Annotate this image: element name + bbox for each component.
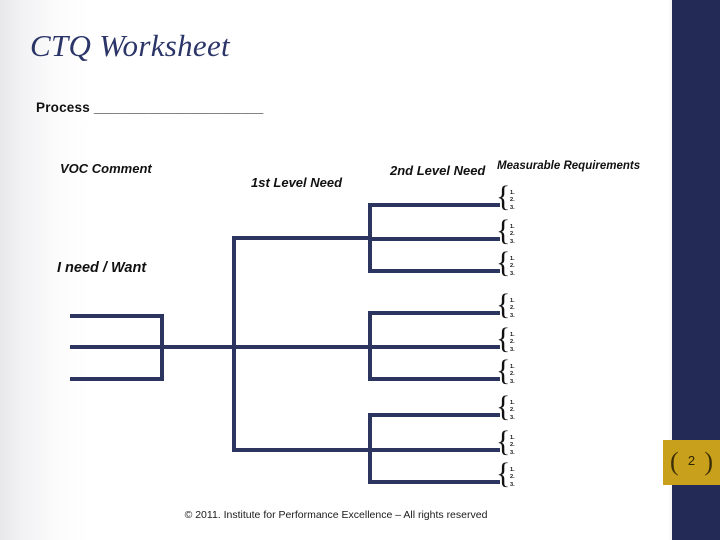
requirement-list[interactable]: 1. 2. 3. <box>510 332 515 354</box>
requirement-item[interactable]: 1. <box>510 364 515 370</box>
requirement-item[interactable]: 2. <box>510 371 515 378</box>
requirement-item[interactable]: 1. <box>510 224 515 230</box>
need-want-label: I need / Want <box>57 260 147 276</box>
requirement-item[interactable]: 2. <box>510 474 515 481</box>
requirement-item[interactable]: 2. <box>510 339 515 346</box>
requirement-list[interactable]: 1. 2. 3. <box>510 298 515 320</box>
level1-branch-top <box>232 236 372 240</box>
requirement-item[interactable]: 3. <box>510 270 515 277</box>
level1-branch-bottom <box>232 448 372 452</box>
level2-group2-branch-3 <box>368 377 500 381</box>
process-field-label[interactable]: Process ______________________ <box>36 100 264 115</box>
brace-icon: { <box>496 354 511 387</box>
requirements-brace-group[interactable]: { 1. 2. 3. <box>496 356 548 394</box>
level2-group3-branch-3 <box>368 480 500 484</box>
requirement-item[interactable]: 2. <box>510 305 515 312</box>
column-heading-voc: VOC Comment <box>60 161 152 176</box>
level2-group2-branch-2 <box>368 345 500 349</box>
requirement-item[interactable]: 2. <box>510 407 515 414</box>
requirements-brace-group[interactable]: { 1. 2. 3. <box>496 459 548 497</box>
level2-group1-branch-3 <box>368 269 500 273</box>
requirement-item[interactable]: 1. <box>510 332 515 338</box>
sidebar-edge <box>668 0 672 540</box>
requirement-item[interactable]: 1. <box>510 190 515 196</box>
requirement-item[interactable]: 2. <box>510 197 515 204</box>
level2-group1-branch-2 <box>368 237 500 241</box>
requirement-list[interactable]: 1. 2. 3. <box>510 224 515 246</box>
voc-bracket-bottom-line <box>70 377 164 381</box>
level2-group2-branch-1 <box>368 311 500 315</box>
requirements-brace-group[interactable]: { 1. 2. 3. <box>496 290 548 328</box>
column-heading-level2: 2nd Level Need <box>390 163 486 178</box>
brace-icon: { <box>496 425 511 458</box>
level2-group1-branch-1 <box>368 203 500 207</box>
requirement-item[interactable]: 3. <box>510 449 515 456</box>
page-number: 2 <box>687 453 696 468</box>
brace-icon: { <box>496 457 511 490</box>
brace-icon: { <box>496 214 511 247</box>
level2-group3-branch-2 <box>368 448 500 452</box>
brace-icon: { <box>496 322 511 355</box>
requirement-list[interactable]: 1. 2. 3. <box>510 435 515 457</box>
requirement-item[interactable]: 1. <box>510 400 515 406</box>
requirement-list[interactable]: 1. 2. 3. <box>510 400 515 422</box>
requirement-list[interactable]: 1. 2. 3. <box>510 190 515 212</box>
bracket-left-icon: ( <box>670 447 679 476</box>
voc-bracket-middle-line <box>70 345 164 349</box>
bracket-right-icon: ) <box>704 447 713 476</box>
requirements-brace-group[interactable]: { 1. 2. 3. <box>496 427 548 465</box>
copyright-footer: © 2011. Institute for Performance Excell… <box>184 509 488 521</box>
requirement-item[interactable]: 3. <box>510 312 515 319</box>
requirement-item[interactable]: 2. <box>510 442 515 449</box>
requirement-list[interactable]: 1. 2. 3. <box>510 256 515 278</box>
level1-spine <box>232 236 236 452</box>
brace-icon: { <box>496 390 511 423</box>
trunk-voc-to-level1 <box>160 345 236 349</box>
requirement-item[interactable]: 1. <box>510 298 515 304</box>
brace-icon: { <box>496 180 511 213</box>
requirement-item[interactable]: 3. <box>510 414 515 421</box>
requirements-brace-group[interactable]: { 1. 2. 3. <box>496 324 548 362</box>
requirement-item[interactable]: 1. <box>510 467 515 473</box>
requirement-item[interactable]: 1. <box>510 256 515 262</box>
requirements-brace-group[interactable]: { 1. 2. 3. <box>496 392 548 430</box>
voc-bracket-top-line <box>70 314 164 318</box>
requirements-brace-group[interactable]: { 1. 2. 3. <box>496 248 548 286</box>
column-heading-measurable: Measurable Requirements <box>497 160 641 172</box>
level2-group3-branch-1 <box>368 413 500 417</box>
requirement-item[interactable]: 3. <box>510 346 515 353</box>
requirement-list[interactable]: 1. 2. 3. <box>510 467 515 489</box>
brace-icon: { <box>496 246 511 279</box>
requirement-item[interactable]: 3. <box>510 378 515 385</box>
requirement-item[interactable]: 3. <box>510 204 515 211</box>
requirements-brace-group[interactable]: { 1. 2. 3. <box>496 216 548 254</box>
brace-icon: { <box>496 288 511 321</box>
level1-branch-middle <box>232 345 372 349</box>
column-heading-level1: 1st Level Need <box>251 175 343 190</box>
requirement-list[interactable]: 1. 2. 3. <box>510 364 515 386</box>
requirement-item[interactable]: 3. <box>510 481 515 488</box>
requirements-brace-group[interactable]: { 1. 2. 3. <box>496 182 548 220</box>
requirement-item[interactable]: 2. <box>510 231 515 238</box>
page-title: CTQ Worksheet <box>30 28 230 63</box>
requirement-item[interactable]: 3. <box>510 238 515 245</box>
page-number-badge[interactable]: ( 2 ) <box>663 440 720 485</box>
requirement-item[interactable]: 1. <box>510 435 515 441</box>
requirement-item[interactable]: 2. <box>510 263 515 270</box>
